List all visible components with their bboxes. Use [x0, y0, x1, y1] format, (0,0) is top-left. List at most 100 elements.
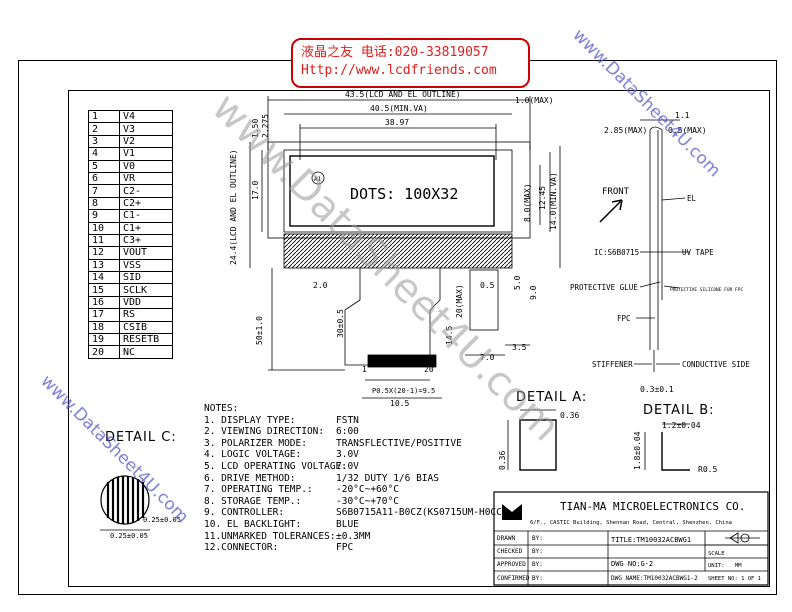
company-address: 6/F., CASTIC Building, Shennan Road, Cen…: [530, 520, 732, 526]
dim-c025-b: 0.25±0.05: [110, 532, 148, 540]
note-key: 7. OPERATING TEMP.:: [204, 484, 313, 496]
note-item: 2. VIEWING DIRECTION:6:00: [204, 426, 508, 438]
dim-5: 5.0: [513, 275, 522, 290]
notes-heading: NOTES:: [204, 403, 239, 414]
dim-150: 1.50: [251, 119, 260, 138]
note-key: 1. DISPLAY TYPE:: [204, 414, 296, 426]
tb-confirmed-by: BY:: [532, 575, 543, 582]
display-dots-label: DOTS: 100X32: [350, 185, 458, 203]
pin-signal: SCLK: [119, 283, 173, 297]
dim-03: 0.3±0.1: [640, 385, 674, 394]
note-item: 8. STORAGE TEMP.:-30°C~+70°C: [204, 496, 508, 508]
ic-label: IC:S6B0715: [594, 248, 639, 257]
note-value: BLUE: [336, 518, 359, 530]
dim-17: 17.0: [251, 181, 260, 200]
dim-50: 50±1.0: [255, 316, 264, 345]
contact-banner[interactable]: 液晶之友 电话:020-33819057 Http://www.lcdfrien…: [291, 38, 530, 88]
dim-9: 9.0: [529, 285, 538, 300]
dim-145: 14.5: [445, 326, 454, 345]
protective-glue-label: PROTECTIVE GLUE: [570, 283, 638, 292]
note-item: 3. POLARIZER MODE:TRANSFLECTIVE/POSITIVE: [204, 438, 508, 450]
dim-244: 24.4(LCD AND EL OUTLINE): [229, 149, 238, 265]
dim-036-a: 0.36: [560, 411, 579, 420]
dim-1245: 12.45: [538, 186, 547, 210]
note-item: 5. LCD OPERATING VOLTAGE:7.0V: [204, 461, 508, 473]
a1-marker: A1: [314, 176, 322, 183]
dim-35: 3.5: [512, 343, 527, 352]
pin-signal: C2+: [119, 196, 173, 211]
pin-signal: C1-: [119, 209, 173, 223]
dim-pitch-count: P0.5X(20-1)=9.5: [372, 387, 435, 395]
dim-1-1: 1.1: [675, 111, 690, 120]
pin-signal: VR: [119, 171, 173, 186]
dim-thickness: 1.0(MAX): [515, 96, 554, 105]
watermark-right: www.DataSheet4U.com: [568, 25, 724, 181]
pin-number: 3: [88, 134, 120, 149]
note-value: 1/32 DUTY 1/6 BIAS: [336, 472, 439, 484]
note-value: 6:00: [336, 426, 359, 438]
note-key: 10. EL BACKLIGHT:: [204, 518, 302, 530]
dim-r05: R0.5: [698, 465, 717, 474]
dim-8max: 8.0(MAX): [523, 183, 532, 222]
dim-18: 1.8±0.04: [633, 431, 642, 470]
banner-url-link[interactable]: Http://www.lcdfriends.com: [301, 63, 497, 78]
note-key: 6. DRIVE METHOD:: [204, 472, 296, 484]
note-item: 1. DISPLAY TYPE:FSTN: [204, 415, 508, 427]
front-label: FRONT: [602, 187, 630, 197]
dim-c025: 0.25±0.05: [143, 516, 181, 524]
note-item: 6. DRIVE METHOD: 1/32 DUTY 1/6 BIAS: [204, 473, 508, 485]
note-key: 5. LCD OPERATING VOLTAGE:: [204, 460, 347, 472]
detail-c-label: DETAIL C:: [105, 430, 177, 445]
pin-signal: V2: [119, 134, 173, 149]
note-value: -20°C~+60°C: [336, 484, 399, 496]
uv-tape-label: UV TAPE: [682, 248, 714, 257]
pin-signal: C1+: [119, 221, 173, 235]
pin-signal: V3: [119, 122, 173, 136]
note-item: 11.UNMARKED TOLERANCES:±0.3MM: [204, 531, 508, 543]
note-value: 3.0V: [336, 449, 359, 461]
dim-20: 2.0: [313, 281, 328, 290]
fpc-label: FPC: [617, 314, 631, 323]
note-value: S6B0715A11-B0CZ(KS0715UM-H0CC): [336, 507, 508, 519]
dim-2275: 2.275: [261, 114, 270, 138]
tb-confirmed: CONFIRMED: [497, 575, 530, 582]
pin-number: 11: [88, 233, 120, 248]
tb-unit-mm: MM: [735, 563, 742, 569]
dim-outline-width: 43.5(LCD AND EL OUTLINE): [345, 90, 461, 99]
dim-036-b: 0.36: [498, 451, 507, 470]
protective-silicone-label: PROTECTIVE SILICONE FOR FPC: [670, 287, 743, 293]
stiffener-label: STIFFENER: [592, 360, 633, 369]
dim-30: 30±0.5: [336, 309, 345, 338]
banner-phone-text: 液晶之友 电话:020-33819057: [301, 45, 489, 60]
detail-b-label: DETAIL B:: [643, 403, 715, 418]
tb-sheet: SHEET NO: 1 OF 1: [708, 576, 761, 582]
note-value: 7.0V: [336, 460, 359, 472]
note-key: 8. STORAGE TEMP.:: [204, 495, 302, 507]
note-item: 9. CONTROLLER: S6B0715A11-B0CZ(KS0715UM-H…: [204, 507, 508, 519]
dim-124: 1.2±0.04: [662, 421, 701, 430]
note-value: FPC: [336, 542, 354, 554]
note-value: ±0.3MM: [336, 530, 371, 542]
pin-20-marker: 20: [424, 365, 434, 374]
note-value: TRANSFLECTIVE/POSITIVE: [336, 437, 462, 449]
pin-signal: C2-: [119, 184, 173, 198]
note-key: 9. CONTROLLER:: [204, 507, 285, 519]
pin-signal: NC: [119, 345, 173, 359]
tb-checked: CHECKED: [497, 548, 523, 555]
pin-number: 10: [88, 221, 120, 235]
tb-dwg-no: DWG NO:G-2: [611, 560, 653, 568]
dim-105: 10.5: [390, 399, 409, 408]
dim-05max: 0.5(MAX): [668, 126, 707, 135]
